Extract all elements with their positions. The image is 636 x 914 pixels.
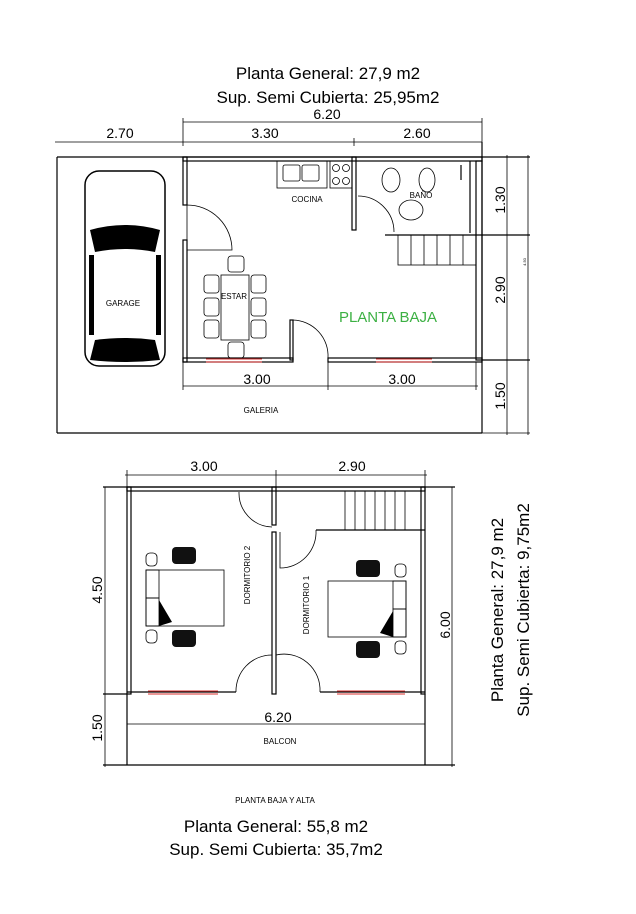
room-label-dormitorio-1: DORMITORIO 1 <box>302 575 311 634</box>
room-label-cocina: COCINA <box>291 195 323 204</box>
dim-upper-right: 2.90 <box>338 458 365 474</box>
upper-floor-plan: 3.00 2.90 <box>89 458 533 767</box>
dim-garage: 2.70 <box>106 125 133 141</box>
plan-label-planta-baja: PLANTA BAJA <box>339 309 437 326</box>
room-label-dormitorio-2: DORMITORIO 2 <box>243 545 252 604</box>
dim-bano: 2.60 <box>403 125 430 141</box>
room-label-galeria: GALERIA <box>244 406 279 415</box>
room-label-balcon: BALCON <box>264 737 297 746</box>
window <box>148 690 218 695</box>
caption: PLANTA BAJA Y ALTA <box>235 796 315 805</box>
room-label-garage: GARAGE <box>106 299 140 308</box>
side-title-general: Planta General: 27,9 m2 <box>488 518 507 702</box>
title-semi-cubierta: Sup. Semi Cubierta: 25,95m2 <box>216 88 439 107</box>
room-label-bano: BAÑO <box>410 191 433 200</box>
title-general: Planta General: 27,9 m2 <box>236 64 420 83</box>
dim-upper-left: 3.00 <box>190 458 217 474</box>
washbasin-icon <box>398 199 424 221</box>
window <box>337 690 405 695</box>
dining-table-icon <box>203 255 267 359</box>
total-semi-cubierta: Sup. Semi Cubierta: 35,7m2 <box>169 840 383 859</box>
side-title-semi-cubierta: Sup. Semi Cubierta: 9,75m2 <box>514 503 533 717</box>
dim-bottom-right: 3.00 <box>388 371 415 387</box>
bed-icon <box>145 547 225 647</box>
toilet-icon <box>418 167 436 193</box>
dim-total-height: 6.00 <box>437 611 453 638</box>
window <box>206 358 262 363</box>
room-label-estar: ESTAR <box>221 292 247 301</box>
dim-right-mid: 2.90 <box>492 276 508 303</box>
dim-total-width: 6.20 <box>313 106 340 122</box>
kitchen-sink-icon <box>276 160 328 189</box>
dim-right-bottom: 1.50 <box>492 382 508 409</box>
dim-balcony-depth: 1.50 <box>89 714 105 741</box>
stove-icon <box>329 160 353 189</box>
bed-icon <box>327 560 407 658</box>
total-general: Planta General: 55,8 m2 <box>184 817 368 836</box>
bidet-icon <box>381 167 401 193</box>
dim-bottom-left: 3.00 <box>243 371 270 387</box>
dim-right-top: 1.30 <box>492 186 508 213</box>
dim-right-total: 4.50 <box>522 257 527 266</box>
dim-upper-width: 6.20 <box>264 709 291 725</box>
stairs <box>344 491 406 530</box>
car-icon <box>84 170 166 367</box>
stairs <box>397 234 477 266</box>
ground-floor-plan: 6.20 2.70 3.30 2.60 <box>55 106 530 435</box>
dim-upper-height: 4.50 <box>89 576 105 603</box>
dim-cocina: 3.30 <box>251 125 278 141</box>
window <box>376 358 432 363</box>
